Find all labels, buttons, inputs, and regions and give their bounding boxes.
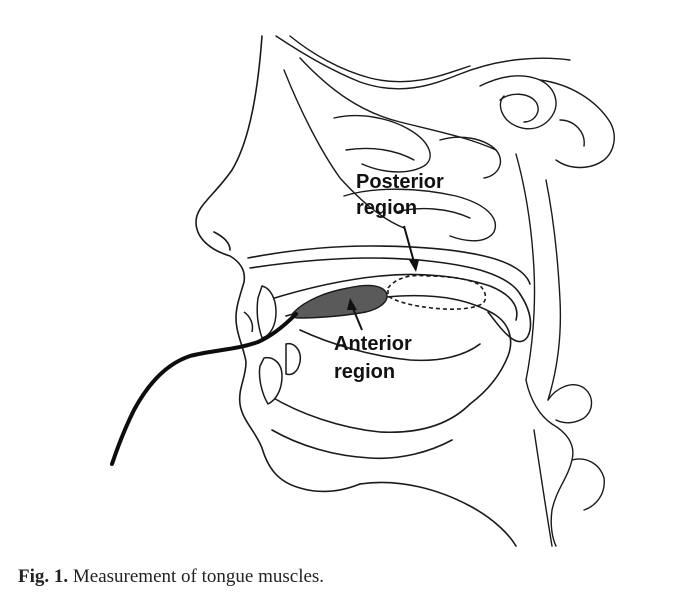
anterior-region-shape bbox=[291, 284, 388, 319]
head-outline bbox=[195, 35, 517, 547]
caption-text: Measurement of tongue muscles. bbox=[72, 566, 325, 587]
posterior-label-line1: Posterior bbox=[356, 171, 444, 193]
posterior-arrow-line bbox=[403, 225, 415, 263]
posterior-arrowhead bbox=[409, 260, 419, 272]
skull-lines bbox=[275, 35, 615, 547]
sagittal-head-diagram: Posterior region Anterior region bbox=[110, 35, 615, 547]
upper-incisor bbox=[256, 285, 277, 339]
figure-caption: Fig. 1. Measurement of tongue muscles. bbox=[18, 566, 324, 588]
posterior-region-outline bbox=[387, 274, 487, 310]
region-labels: Posterior region Anterior region bbox=[334, 171, 444, 383]
teeth bbox=[243, 285, 302, 405]
anterior-arrowhead bbox=[347, 298, 357, 310]
figure-number: Fig. 1. bbox=[18, 566, 69, 587]
pointer-arrows bbox=[347, 225, 419, 331]
probe-cable bbox=[110, 312, 298, 466]
anterior-label-line2: region bbox=[334, 361, 395, 383]
posterior-label-line2: region bbox=[356, 197, 417, 219]
anterior-label-line1: Anterior bbox=[334, 333, 412, 355]
lower-incisor bbox=[258, 356, 283, 405]
tongue-regions bbox=[291, 274, 487, 319]
